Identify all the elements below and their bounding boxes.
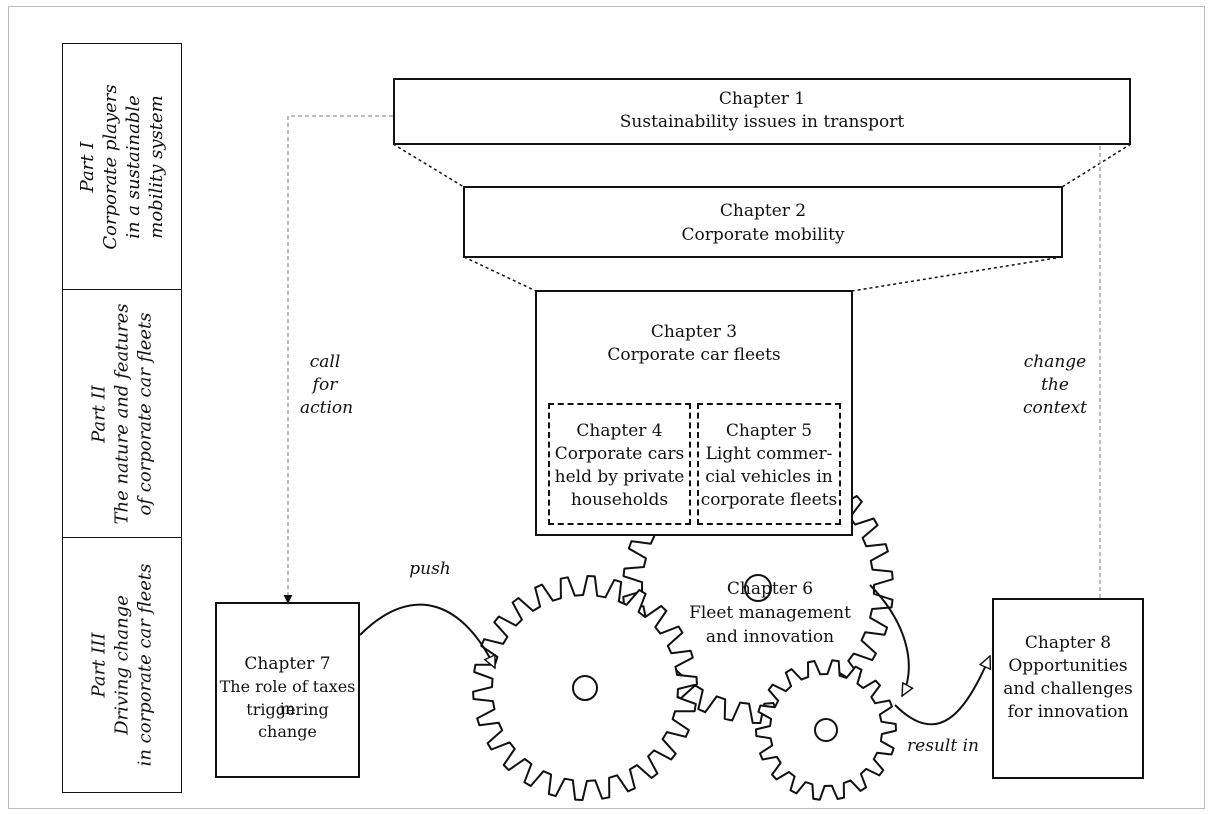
- part-3-panel: Part III Driving change in corporate car…: [62, 537, 182, 793]
- chapter-8-line: for innovation: [1007, 702, 1129, 722]
- chapter-7-line: triggering change: [246, 700, 329, 741]
- part-1-panel: Part I Corporate players in a sustainabl…: [62, 43, 182, 290]
- gear-push: [472, 575, 698, 801]
- chapter-1-title: Sustainability issues in transport: [619, 112, 905, 132]
- part-3-title-line: in corporate car fleets: [134, 563, 156, 767]
- chapter-8-line: Opportunities: [1008, 656, 1128, 676]
- chapter-2-title: Corporate mobility: [681, 225, 845, 245]
- call-for-action-label: call: [309, 352, 341, 372]
- part-3-title-line: Driving change: [111, 595, 133, 735]
- chapter-4-heading: Chapter 4: [576, 421, 663, 441]
- part-1-number: Part I: [77, 141, 98, 192]
- chapter-6-line: and innovation: [705, 627, 835, 647]
- chapter-8-heading: Chapter 8: [1024, 633, 1112, 653]
- chapter-7-box: [215, 602, 360, 778]
- chapter-4-line: held by private: [554, 467, 685, 487]
- chapter-6-heading: Chapter 6: [726, 579, 814, 599]
- call-for-action-arrow: [283, 115, 393, 604]
- part-1-title-line: in a sustainable: [123, 94, 144, 239]
- chapter-4-line: households: [570, 490, 669, 510]
- gear-result-hub: [814, 718, 838, 742]
- change-context-label: change: [1023, 352, 1087, 372]
- chapter-4-line: Corporate cars: [554, 444, 685, 464]
- chapter-5-line: cial vehicles in: [705, 467, 833, 487]
- chapter-1-box: [393, 78, 1131, 145]
- chapter-6-line: Fleet management: [689, 603, 851, 623]
- result-in-label: result in: [907, 736, 979, 756]
- chapter-2-heading: Chapter 2: [719, 201, 807, 221]
- chapter-8-line: and challenges: [1003, 679, 1133, 699]
- change-context-label: context: [1022, 398, 1087, 418]
- part-1-title-line: mobility system: [146, 94, 167, 239]
- chapter-2-box: [463, 186, 1063, 258]
- gear-chapter-6-hub: [744, 574, 772, 602]
- chapter-5-box: [697, 403, 841, 525]
- gear-push-hub: [572, 675, 598, 701]
- call-for-action-label: for: [312, 375, 338, 395]
- chapter-1-heading: Chapter 1: [718, 89, 806, 109]
- gear-result: [755, 659, 897, 801]
- chapter-7-line: The role of taxes in: [219, 677, 356, 718]
- push-label: push: [409, 559, 451, 579]
- push-arrow: [359, 603, 496, 668]
- part-2-panel: Part II The nature and features of corpo…: [62, 289, 182, 538]
- chapter-7-heading: Chapter 7: [244, 654, 331, 674]
- chapter-5-line: Light commer-: [705, 444, 833, 464]
- part-2-title-line: The nature and features: [111, 302, 133, 525]
- chapter-4-box: [548, 403, 691, 525]
- rotation-arrow: [869, 584, 909, 696]
- result-in-arrow: [894, 656, 990, 726]
- part-1-title-line: Corporate players: [100, 83, 121, 250]
- change-context-label: the: [1041, 375, 1069, 395]
- chapter-3-heading: Chapter 3: [650, 322, 738, 342]
- chapter-8-box: [992, 598, 1144, 779]
- part-3-number: Part III: [88, 632, 110, 698]
- chapter-5-line: corporate fleets: [700, 490, 838, 510]
- part-2-number: Part II: [88, 384, 110, 443]
- chapter-3-title: Corporate car fleets: [607, 345, 781, 365]
- part-2-title-line: of corporate car fleets: [134, 312, 156, 515]
- chapter-5-heading: Chapter 5: [725, 421, 813, 441]
- funnel-connectors: [392, 143, 1132, 292]
- figure-frame: [8, 6, 1205, 809]
- call-for-action-label: action: [300, 398, 354, 418]
